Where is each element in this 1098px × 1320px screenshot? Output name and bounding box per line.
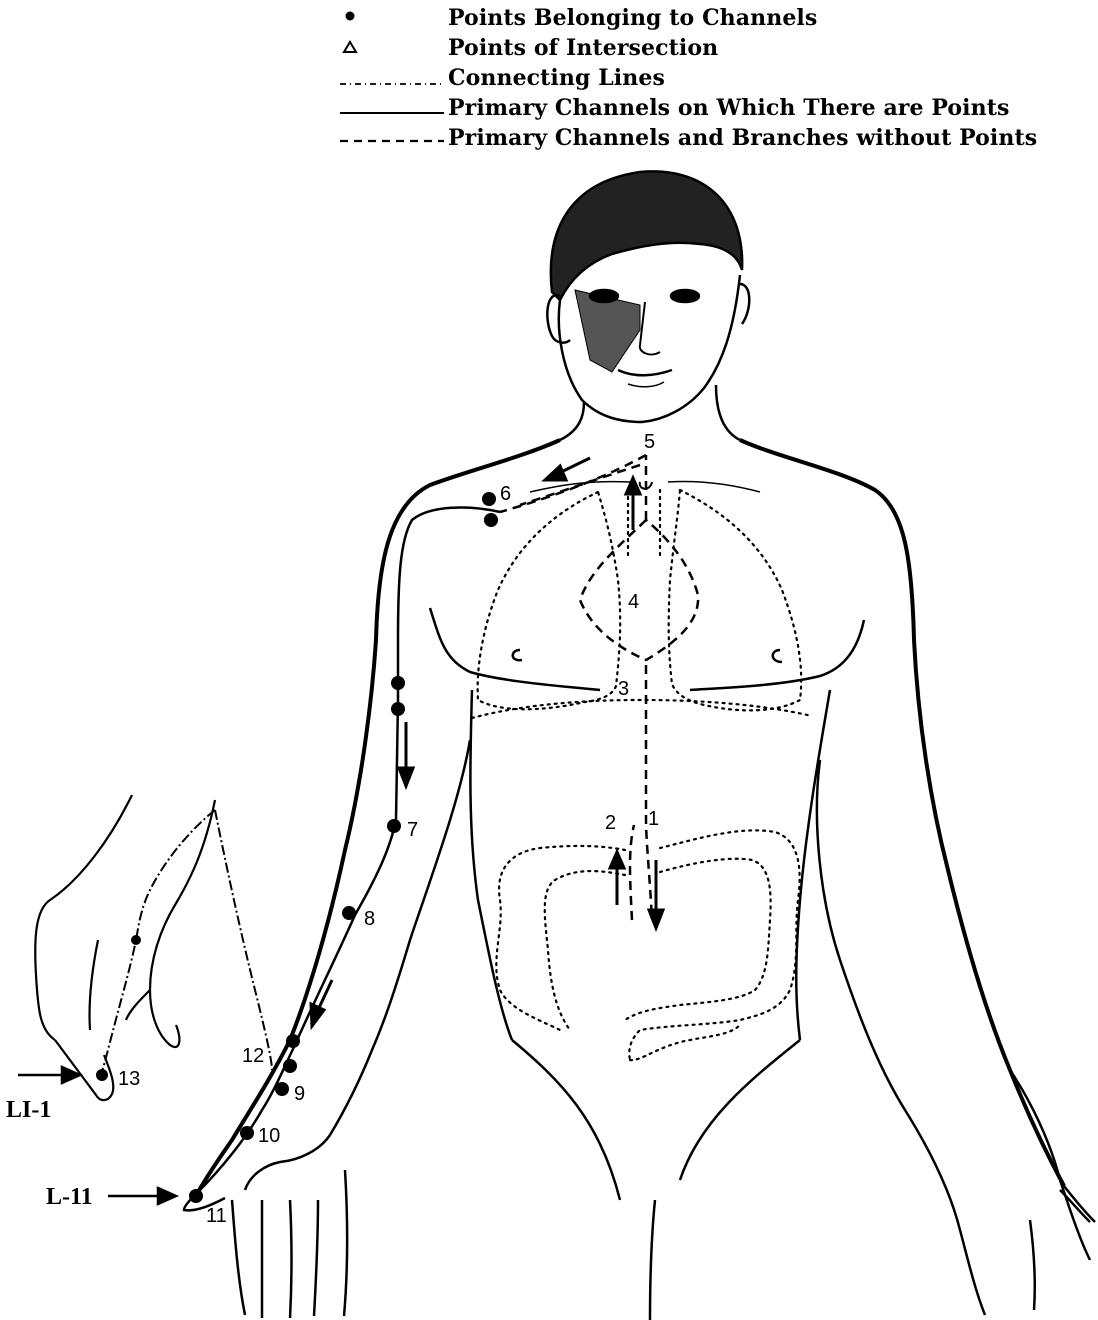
label-7: 7: [407, 819, 418, 841]
label-l-11: L-11: [46, 1184, 93, 1210]
channel-descend-to-colon: [646, 665, 652, 920]
left-waist: [470, 690, 512, 1040]
legend-label: Connecting Lines: [448, 65, 665, 91]
connecting-lines: [100, 810, 272, 1078]
colon-inner: [545, 871, 625, 1030]
label-13: 13: [118, 1068, 140, 1090]
right-arm-inner: [817, 760, 905, 1110]
point-6b: [484, 513, 498, 527]
point-13: [96, 1069, 108, 1081]
colon-right-inner: [625, 859, 771, 1020]
label-4: 4: [628, 591, 639, 613]
point-11: [189, 1189, 203, 1203]
point-12b: [283, 1059, 297, 1073]
point-7: [387, 819, 401, 833]
legend-label: Primary Channels on Which There are Poin…: [448, 95, 1009, 121]
legend-label: Points Belonging to Channels: [448, 5, 817, 31]
left-pectoral: [430, 608, 600, 690]
point-8: [342, 906, 356, 920]
groin-right: [680, 1040, 800, 1180]
label-5: 5: [644, 431, 655, 453]
right-lung: [669, 490, 802, 710]
right-hand: [905, 1070, 1095, 1315]
legend-item-points: Points Belonging to Channels: [336, 4, 1076, 34]
point-inset-knuckle: [131, 935, 141, 945]
left-shoulder-outline: [198, 440, 560, 1192]
legend: Points Belonging to Channels Points of I…: [336, 4, 1076, 154]
primary-channel-arm: [198, 507, 500, 1192]
dashed-line-icon: [336, 124, 446, 154]
nose: [640, 302, 660, 354]
rectum: [630, 1025, 740, 1060]
legend-label: Primary Channels and Branches without Po…: [448, 125, 1037, 151]
point-12a: [286, 1034, 300, 1048]
label-2: 2: [605, 812, 616, 834]
inner-leg-left: [650, 1200, 655, 1320]
legend-label: Points of Intersection: [448, 35, 718, 61]
label-6: 6: [500, 483, 511, 505]
filled-dot-icon: [336, 4, 446, 34]
head: [547, 171, 749, 422]
point-6a: [482, 492, 496, 506]
channel-lung-diamond: [580, 520, 698, 660]
hair: [551, 171, 742, 300]
label-3: 3: [618, 678, 629, 700]
solid-line-icon: [336, 94, 446, 124]
lower-lip: [628, 382, 664, 387]
groin-left: [512, 1040, 620, 1200]
label-9: 9: [294, 1083, 305, 1105]
point-arm-b: [391, 702, 405, 716]
neck-right: [716, 385, 740, 440]
label-11: 11: [206, 1205, 227, 1227]
right-waist: [796, 690, 830, 1040]
channel-rise-from-colon: [630, 825, 634, 920]
side-labels: LI-1 L-11: [6, 1097, 93, 1210]
internal-channel: [500, 455, 698, 920]
left-arm-inner: [330, 740, 470, 1135]
point-9: [275, 1082, 289, 1096]
point-10: [240, 1126, 254, 1140]
left-nipple: [513, 650, 522, 660]
left-lung: [478, 492, 621, 709]
pointer-arrows: [18, 1067, 176, 1204]
label-8: 8: [364, 908, 375, 930]
colon-outer: [496, 846, 625, 1030]
mouth: [618, 370, 672, 375]
dash-dot-line-icon: [336, 64, 446, 94]
arrow-l-11: [158, 1188, 176, 1204]
internal-arrows: [545, 458, 663, 928]
channel-to-shoulder-2: [520, 465, 640, 505]
legend-item-primary-with-points: Primary Channels on Which There are Poin…: [336, 94, 1076, 124]
label-12: 12: [242, 1045, 264, 1067]
right-eye: [671, 290, 699, 302]
legend-item-intersection: Points of Intersection: [336, 34, 1076, 64]
right-nipple: [773, 650, 782, 662]
right-pectoral: [690, 620, 864, 690]
neck-left: [560, 402, 584, 440]
point-arm-a: [391, 676, 405, 690]
label-1: 1: [648, 808, 659, 830]
clavicle-left: [530, 482, 630, 492]
legend-item-primary-without-points: Primary Channels and Branches without Po…: [336, 124, 1076, 154]
legend-item-connecting: Connecting Lines: [336, 64, 1076, 94]
right-shoulder-outline: [740, 440, 1064, 1186]
label-10: 10: [258, 1125, 280, 1147]
left-eye: [590, 290, 618, 302]
right-ear: [740, 284, 749, 324]
open-triangle-icon: [336, 34, 446, 64]
label-li-1: LI-1: [6, 1097, 51, 1123]
inset-hand: [35, 795, 215, 1100]
